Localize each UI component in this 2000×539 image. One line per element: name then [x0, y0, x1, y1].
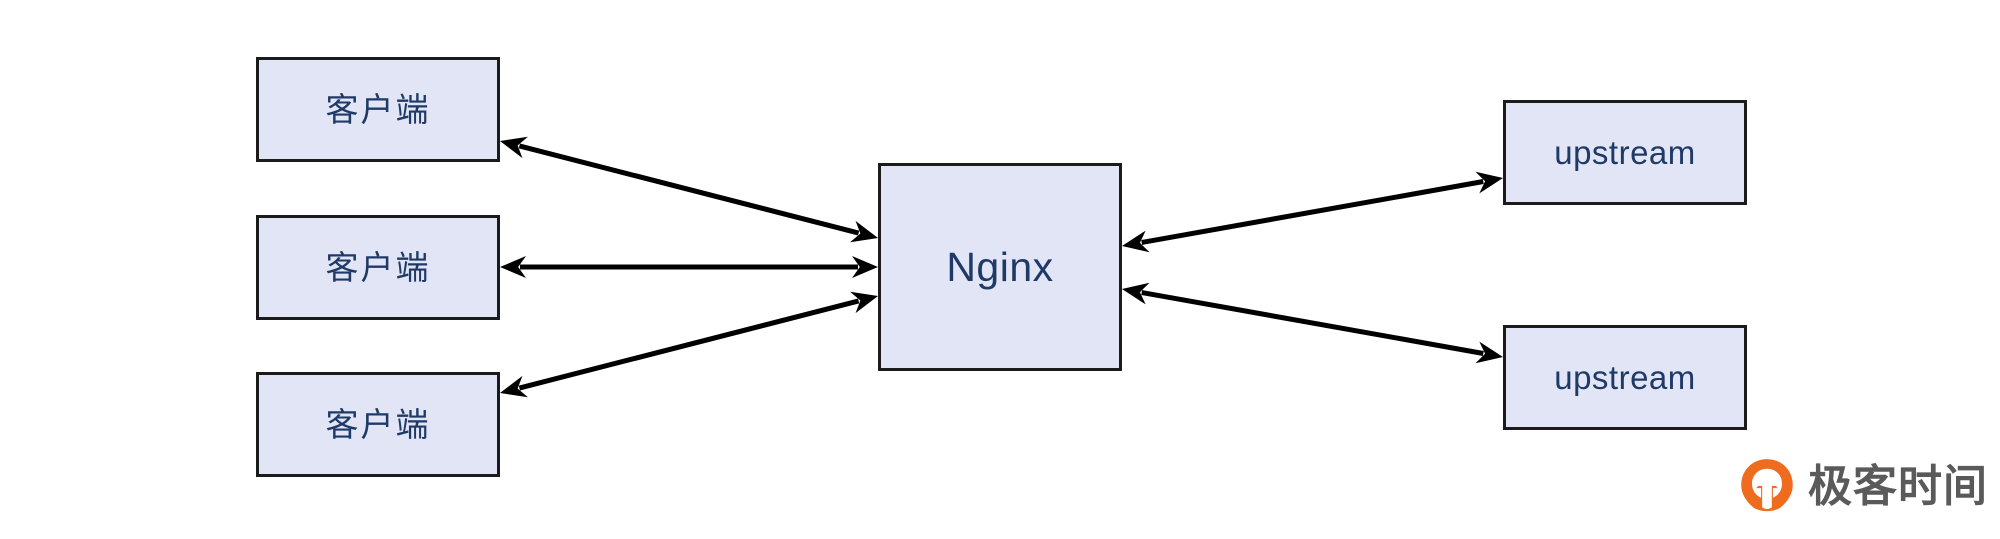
- node-upstream-2-label: upstream: [1554, 359, 1696, 396]
- edge-client1-nginx: [500, 136, 878, 243]
- node-upstream-1[interactable]: upstream: [1503, 100, 1747, 205]
- edge-nginx-upstream1: [1122, 171, 1503, 253]
- geektime-watermark: 极客时间: [1740, 458, 1988, 516]
- node-upstream-1-label: upstream: [1554, 134, 1696, 171]
- node-nginx[interactable]: Nginx: [878, 163, 1122, 371]
- edge-client3-nginx: [500, 291, 878, 398]
- geektime-brand-text: 极客时间: [1808, 462, 1988, 511]
- edge-nginx-upstream2: [1122, 282, 1503, 364]
- node-client-1[interactable]: 客户端: [256, 57, 500, 162]
- node-client-2[interactable]: 客户端: [256, 215, 500, 320]
- node-client-1-label: 客户端: [325, 91, 431, 128]
- node-client-2-label: 客户端: [325, 249, 431, 286]
- node-upstream-2[interactable]: upstream: [1503, 325, 1747, 430]
- node-nginx-label: Nginx: [946, 243, 1054, 290]
- geektime-pin-icon: [1741, 459, 1793, 516]
- edge-client2-nginx: [500, 256, 878, 278]
- node-client-3-label: 客户端: [325, 406, 431, 443]
- node-client-3[interactable]: 客户端: [256, 372, 500, 477]
